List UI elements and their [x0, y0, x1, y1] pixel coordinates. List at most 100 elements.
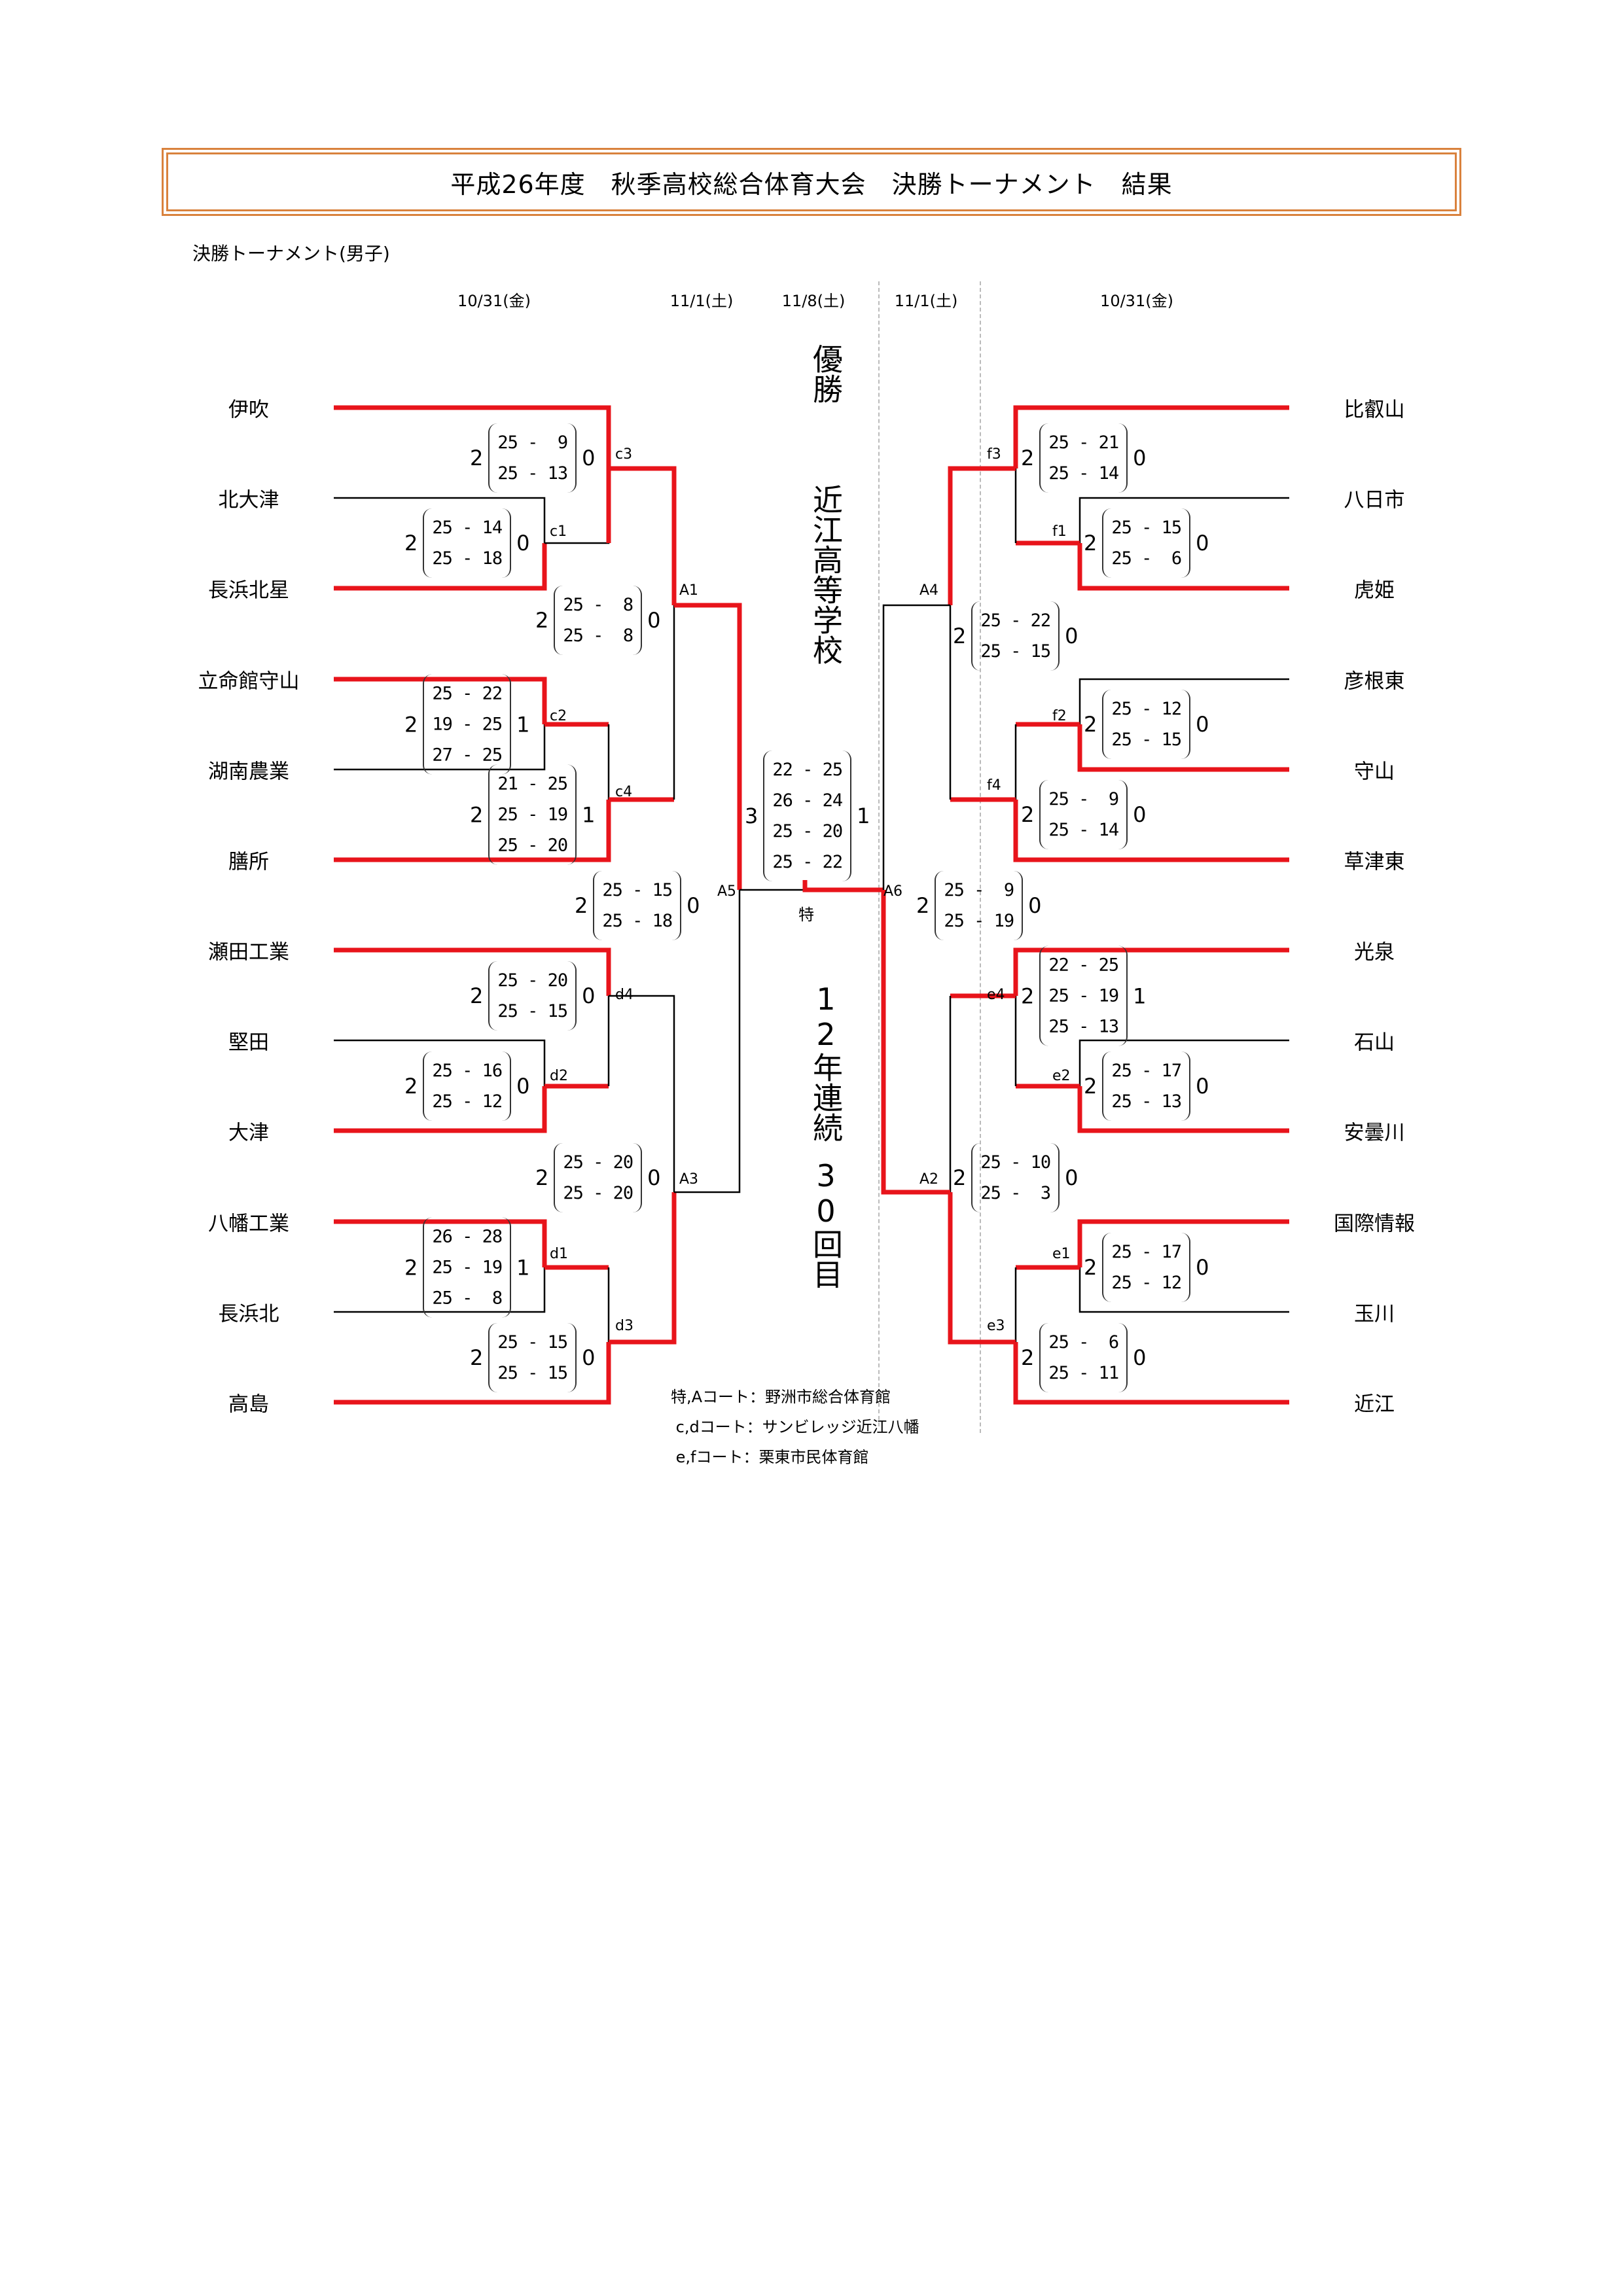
bracket-path [1079, 1267, 1289, 1313]
sets-lost: 0 [1065, 1165, 1079, 1190]
set-score: 25 - 13 [1048, 1016, 1119, 1037]
set-score: 25 - 13 [1111, 1091, 1182, 1112]
venue-item: 特,Aコート：野洲市総合体育館 [671, 1388, 891, 1406]
date-final: 11/8(土) [781, 292, 846, 310]
sets-won: 2 [470, 1345, 484, 1370]
sets-lost: 0 [516, 1074, 530, 1099]
team-name-left: 立命館守山 [198, 669, 300, 694]
champion-count-text: 30回目 [808, 1158, 844, 1289]
set-score: 25 - 21 [1048, 433, 1119, 453]
sets-won: 2 [470, 446, 484, 470]
match-score-d2: 2 25 - 16 25 - 12 0 [404, 1051, 530, 1121]
sets-lost: 1 [1133, 983, 1147, 1008]
set-score: 25 - 12 [1111, 699, 1182, 719]
set-score: 25 - 15 [497, 1001, 568, 1021]
champion-streak: 12年連続 [806, 981, 846, 1152]
set-score: 25 - 15 [497, 1332, 568, 1352]
sets-won: 2 [1021, 983, 1035, 1008]
sets-won: 2 [404, 712, 418, 737]
set-score: 25 - 20 [563, 1183, 633, 1203]
match-id-label: c2 [550, 708, 567, 724]
set-score: 25 - 6 [1111, 548, 1182, 569]
winner-path [1013, 947, 1289, 996]
sets-won: 2 [1084, 712, 1097, 737]
team-name-right: 草津東 [1344, 850, 1405, 874]
team-name-left: 湖南農業 [208, 760, 289, 784]
set-score: 25 - 22 [980, 610, 1051, 631]
team-name-left: 伊吹 [228, 398, 269, 422]
sets-won: 2 [575, 893, 588, 918]
team-name-right: 近江 [1354, 1392, 1395, 1417]
champion-count: 30回目 [806, 1158, 846, 1298]
team-name-right: 虎姫 [1354, 578, 1395, 603]
winner-path [1077, 724, 1289, 772]
sets-won: 2 [1021, 1345, 1035, 1370]
winner-path [948, 1192, 1016, 1345]
set-score: 22 - 25 [1048, 955, 1119, 976]
winner-path [609, 1192, 677, 1345]
match-id-label: A5 [717, 883, 737, 900]
set-score: 25 - 8 [563, 595, 633, 615]
sets-lost: 0 [687, 893, 700, 918]
winner-path [881, 890, 950, 1195]
sets-won: 3 [745, 804, 758, 828]
match-id-label: A6 [883, 883, 903, 900]
set-score: 25 - 12 [1111, 1273, 1182, 1293]
divider-dashed [878, 281, 880, 1426]
sets-lost: 0 [1196, 712, 1209, 737]
winner-path [334, 405, 611, 468]
match-id-label: A1 [679, 582, 699, 599]
set-score: 22 - 25 [772, 760, 843, 780]
match-id-label: f2 [1052, 708, 1067, 724]
sets-lost: 0 [1196, 1074, 1209, 1099]
team-name-left: 膳所 [228, 850, 269, 874]
winner-path [334, 1086, 547, 1133]
winner-path [334, 947, 611, 996]
match-id-label: f4 [987, 777, 1001, 794]
sets-won: 2 [1084, 1255, 1097, 1280]
winner-path [334, 1342, 611, 1405]
team-name-left: 堅田 [228, 1031, 269, 1055]
sets-won: 2 [1021, 446, 1035, 470]
divider-dashed [980, 281, 981, 1433]
team-name-left: 八幡工業 [208, 1212, 289, 1236]
set-score: 25 - 16 [432, 1061, 503, 1081]
team-name-right: 玉川 [1354, 1302, 1395, 1326]
set-score: 25 - 9 [1048, 789, 1119, 809]
sets-won: 2 [1084, 531, 1097, 556]
match-id-label: c3 [615, 446, 633, 463]
bracket-path [674, 890, 741, 1193]
set-score: 25 - 20 [497, 970, 568, 991]
bracket-path [882, 604, 950, 890]
sets-lost: 0 [1133, 446, 1147, 470]
set-score: 26 - 24 [772, 790, 843, 811]
match-id-label: e3 [987, 1318, 1005, 1334]
sets-lost: 0 [582, 983, 596, 1008]
sets-won: 2 [404, 1255, 418, 1280]
winner-path [334, 677, 547, 724]
set-score: 26 - 28 [432, 1226, 503, 1247]
set-score: 25 - 22 [772, 852, 843, 872]
sets-won: 2 [404, 1074, 418, 1099]
team-name-right: 石山 [1354, 1031, 1395, 1055]
set-score: 27 - 25 [432, 745, 503, 766]
set-score: 25 - 20 [497, 835, 568, 856]
set-score: 25 - 12 [432, 1091, 503, 1112]
sets-lost: 0 [516, 531, 530, 556]
team-name-left: 瀬田工業 [208, 940, 289, 964]
team-name-right: 比叡山 [1344, 398, 1405, 422]
